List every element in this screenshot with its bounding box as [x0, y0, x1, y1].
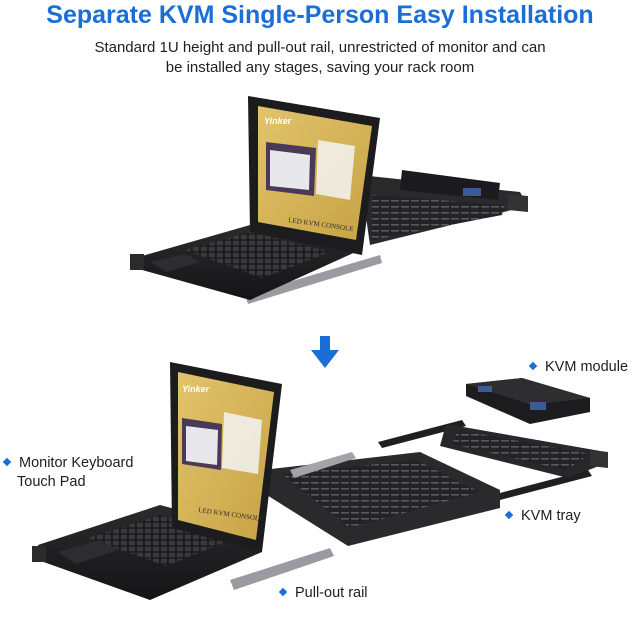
- bottom-monitor: [170, 362, 282, 552]
- diamond-bullet-icon: [504, 510, 514, 520]
- callout-monitor-keyboard: Monitor Keyboard Touch Pad: [2, 454, 133, 492]
- top-tray-vents: [372, 195, 505, 240]
- page-subtitle: Standard 1U height and pull-out rail, un…: [20, 38, 620, 78]
- assembled-kvm-console: [130, 96, 528, 304]
- bottom-pullout-rail: [230, 548, 334, 590]
- bottom-rail-back: [290, 452, 356, 478]
- top-kvm-ports: [463, 188, 481, 196]
- down-arrow-icon: [311, 336, 339, 368]
- diamond-bullet-icon: [528, 361, 538, 371]
- main-tray-part: [262, 452, 500, 546]
- top-touchpad: [150, 254, 200, 272]
- subtitle-line-2: be installed any stages, saving your rac…: [165, 59, 475, 76]
- callout-kvm-module: KVM module: [528, 358, 628, 377]
- loose-rail-upper: [378, 420, 466, 448]
- bottom-brand-logo: Yinker: [182, 384, 210, 394]
- loose-rail-lower: [496, 470, 592, 500]
- callout-pullout-rail: Pull-out rail: [278, 584, 368, 603]
- diamond-bullet-icon: [2, 457, 12, 467]
- kvm-module-part: [466, 378, 590, 424]
- top-rack-ear-left: [130, 254, 144, 270]
- page-title: Separate KVM Single-Person Easy Installa…: [46, 1, 594, 29]
- top-brand-logo: Yinker: [264, 116, 292, 126]
- top-rack-ear-right: [508, 194, 528, 212]
- top-monitor-screen: [258, 106, 372, 240]
- subtitle-line-1: Standard 1U height and pull-out rail, un…: [94, 39, 546, 56]
- callout-kvm-tray: KVM tray: [504, 507, 581, 526]
- top-pullout-rail: [245, 255, 382, 304]
- kvm-tray-part: [440, 424, 608, 478]
- top-keyboard-keys: [185, 232, 330, 278]
- diamond-bullet-icon: [278, 587, 288, 597]
